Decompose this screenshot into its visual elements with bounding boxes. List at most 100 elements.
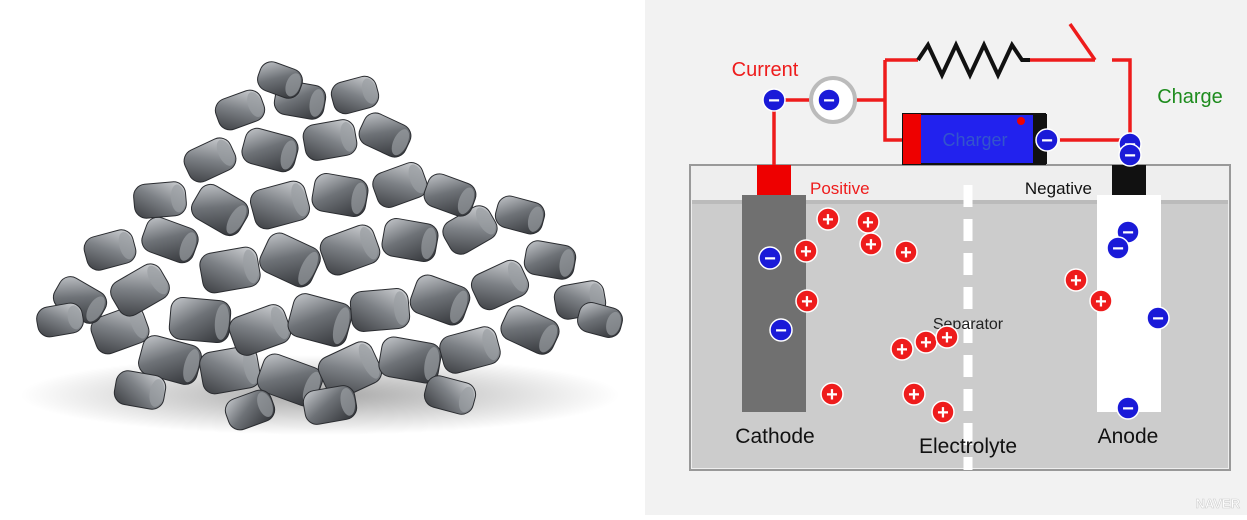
electron: − bbox=[817, 88, 841, 112]
pellet-cut-face bbox=[559, 249, 575, 277]
pellet-cut-face bbox=[309, 89, 325, 117]
anode-label: Anode bbox=[1098, 425, 1159, 448]
lithium-ion: + bbox=[1064, 268, 1088, 292]
lithium-ion: + bbox=[914, 330, 938, 354]
pellet-cut-face bbox=[450, 290, 468, 323]
battery-charging-diagram: Charger Current Charge Positive Negative… bbox=[689, 23, 1241, 511]
lithium-pellets-photo bbox=[20, 61, 623, 435]
lithium-ion: + bbox=[794, 239, 818, 263]
svg-text:+: + bbox=[1095, 291, 1107, 313]
pellet-cut-face bbox=[257, 392, 273, 417]
svg-text:+: + bbox=[1070, 270, 1082, 292]
pellet-cut-face bbox=[360, 227, 378, 260]
pellet-cut-face bbox=[361, 78, 378, 104]
wire-charger-left bbox=[883, 60, 903, 142]
pellet-cut-face bbox=[285, 73, 301, 97]
svg-text:−: − bbox=[1041, 130, 1053, 152]
pellet-cut-face bbox=[86, 296, 105, 322]
electron: − bbox=[1035, 128, 1059, 152]
pellet-cut-face bbox=[179, 232, 197, 261]
lithium-ion: + bbox=[816, 207, 840, 231]
pellet-cut-face bbox=[457, 187, 475, 215]
positive-terminal bbox=[757, 165, 791, 195]
pellet-cut-face bbox=[539, 324, 558, 353]
pellet-cut-face bbox=[183, 349, 200, 383]
lithium-ion: + bbox=[856, 210, 880, 234]
svg-text:−: − bbox=[823, 90, 835, 112]
pellet-cut-face bbox=[170, 184, 186, 213]
pellet-cut-face bbox=[421, 227, 437, 260]
negative-label: Negative bbox=[1025, 179, 1092, 198]
pellet-cut-face bbox=[332, 307, 350, 345]
pellet-cut-face bbox=[475, 207, 496, 235]
electron: − bbox=[758, 246, 782, 270]
open-switch bbox=[1068, 23, 1097, 61]
pellet-pile-illustration bbox=[20, 61, 623, 435]
lithium-ion: + bbox=[931, 400, 955, 424]
svg-text:−: − bbox=[775, 320, 787, 342]
pellet-cut-face bbox=[527, 206, 544, 232]
charger-positive-end bbox=[903, 114, 921, 164]
battery-diagram-panel: Charger Current Charge Positive Negative… bbox=[645, 0, 1247, 515]
ions-layer: ++++++++++++++−−−−−−−−−−− bbox=[758, 88, 1170, 424]
lithium-ion: + bbox=[935, 325, 959, 349]
charger-label: Charger bbox=[942, 130, 1007, 150]
svg-text:+: + bbox=[937, 402, 949, 424]
svg-text:−: − bbox=[764, 248, 776, 270]
pellet-cut-face bbox=[408, 164, 426, 194]
svg-text:+: + bbox=[896, 339, 908, 361]
pellet-cut-face bbox=[214, 303, 230, 340]
electron: − bbox=[1146, 306, 1170, 330]
resistor bbox=[916, 40, 1030, 80]
pellet-cut-face bbox=[458, 386, 474, 413]
pellet-cut-face bbox=[393, 291, 409, 326]
pellet-cut-face bbox=[482, 329, 499, 361]
pellet-cut-face bbox=[280, 140, 297, 170]
lithium-ion: + bbox=[890, 337, 914, 361]
lithium-ion: + bbox=[1089, 289, 1113, 313]
pellet-cut-face bbox=[351, 182, 367, 215]
pellet-cut-face bbox=[340, 122, 356, 152]
svg-text:+: + bbox=[908, 384, 920, 406]
electron: − bbox=[769, 318, 793, 342]
cathode-electrode bbox=[742, 195, 806, 412]
svg-text:+: + bbox=[862, 212, 874, 234]
pellet-cut-face bbox=[358, 343, 380, 379]
electrolyte-label: Electrolyte bbox=[919, 435, 1017, 458]
electron: − bbox=[1116, 396, 1140, 420]
pellet-cut-face bbox=[149, 379, 165, 407]
pellet-cut-face bbox=[606, 311, 621, 336]
pellet-cut-face bbox=[147, 265, 168, 295]
svg-text:+: + bbox=[900, 242, 912, 264]
lithium-ion: + bbox=[795, 289, 819, 313]
electron: − bbox=[762, 88, 786, 112]
positive-label: Positive bbox=[810, 179, 870, 198]
lithium-ion: + bbox=[902, 382, 926, 406]
cathode-label: Cathode bbox=[735, 425, 814, 448]
svg-text:+: + bbox=[941, 327, 953, 349]
svg-text:−: − bbox=[1112, 238, 1124, 260]
lithium-ion: + bbox=[894, 240, 918, 264]
svg-text:+: + bbox=[826, 384, 838, 406]
charge-label: Charge bbox=[1157, 86, 1223, 108]
svg-text:+: + bbox=[865, 234, 877, 256]
electron: − bbox=[1118, 143, 1142, 167]
pellet-cut-face bbox=[118, 231, 135, 260]
wire-right bbox=[1112, 58, 1132, 165]
pellet-cut-face bbox=[247, 92, 263, 117]
svg-text:−: − bbox=[1122, 398, 1134, 420]
electron: − bbox=[1106, 236, 1130, 260]
svg-text:+: + bbox=[800, 241, 812, 263]
pellet-cut-face bbox=[216, 139, 235, 166]
svg-text:−: − bbox=[1152, 308, 1164, 330]
charger-indicator bbox=[1017, 117, 1025, 125]
electrolyte-surface bbox=[692, 200, 1228, 204]
pellet-cut-face bbox=[298, 251, 319, 286]
pellet-cut-face bbox=[507, 262, 527, 292]
pellet-cut-face bbox=[391, 129, 410, 156]
svg-text:−: − bbox=[1124, 145, 1136, 167]
lithium-ion: + bbox=[859, 232, 883, 256]
pellet-cut-face bbox=[67, 305, 82, 330]
pellet-cut-face bbox=[424, 347, 440, 381]
negative-terminal bbox=[1112, 165, 1146, 195]
